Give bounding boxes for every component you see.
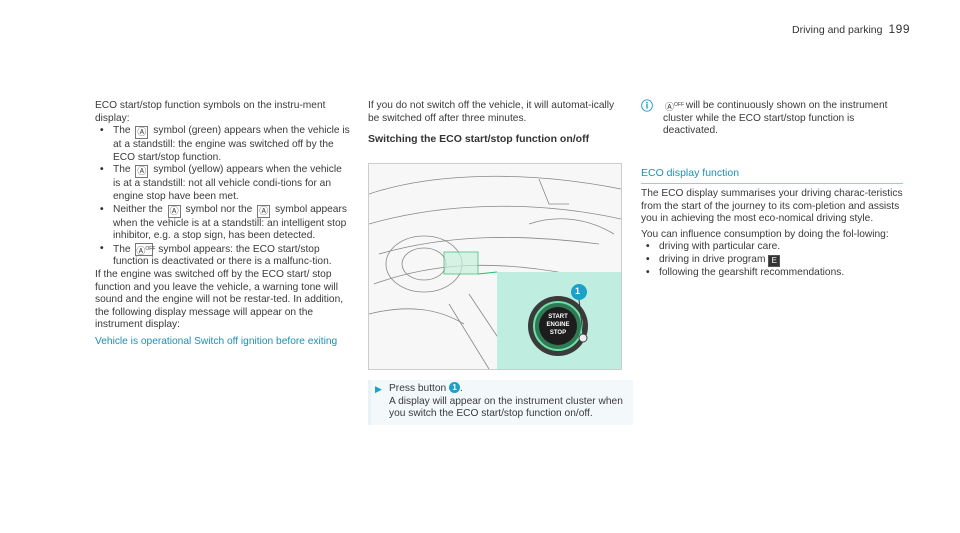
page-header: Driving and parking 199 — [792, 22, 910, 36]
list-item: Neither the Ⓐ symbol nor the Ⓐ symbol ap… — [95, 204, 350, 243]
list-item: The Ⓐ symbol (yellow) appears when the v… — [95, 164, 350, 203]
start-stop-button: START ENGINE STOP — [539, 313, 577, 337]
page-number: 199 — [888, 22, 910, 36]
display-message: Vehicle is operational Switch off igniti… — [95, 335, 338, 347]
description-paragraph: The ECO display summarises your driving … — [641, 188, 903, 225]
info-icon: ⓘ — [641, 99, 654, 113]
text: symbol (yellow) appears when the vehicle… — [113, 164, 342, 202]
text: The — [113, 164, 131, 176]
text: The — [113, 125, 131, 137]
eco-display-heading: ECO display function — [641, 167, 903, 184]
tips-list: driving with particular care. driving in… — [641, 241, 903, 279]
cockpit-illustration: 1 START ENGINE STOP — [368, 163, 622, 370]
intro-text: ECO start/stop function symbols on the i… — [95, 100, 326, 124]
eco-off-symbol-icon: ⒶOFF — [135, 242, 155, 256]
step-result-text: A display will appear on the instrument … — [389, 395, 623, 420]
step-arrow-icon: ▶ — [375, 384, 382, 394]
column-3: ⓘ ⒶOFF will be continuously shown on the… — [641, 100, 901, 138]
eco-symbol-icon: Ⓐ — [167, 204, 181, 218]
instruction-step: ▶ Press button 1. A display will appear … — [368, 380, 633, 425]
callout-badge: 1 — [449, 382, 461, 393]
eco-off-symbol-icon: ⒶOFF — [665, 102, 685, 112]
symbol-list: The Ⓐ symbol (green) appears when the ve… — [95, 125, 350, 269]
text: symbol appears when the vehicle is at a … — [113, 203, 347, 242]
list-item: The Ⓐ symbol (green) appears when the ve… — [95, 125, 350, 164]
button-text: STOP — [549, 330, 567, 336]
cockpit-drawing — [368, 175, 622, 370]
eco-inactive-symbol-icon: Ⓐ — [135, 165, 149, 179]
text: . — [460, 383, 463, 394]
text: symbol (green) appears when the vehicle … — [113, 125, 350, 163]
list-item: driving with particular care. — [641, 241, 903, 254]
button-text: START — [548, 314, 568, 320]
column-1: ECO start/stop function symbols on the i… — [95, 100, 350, 349]
eco-symbol-icon: Ⓐ — [135, 126, 149, 140]
text: driving in drive program — [659, 253, 766, 265]
drive-program-e-icon: E — [768, 254, 781, 267]
text: Neither the — [113, 203, 163, 215]
section-title: Driving and parking — [792, 24, 883, 36]
text: symbol appears: the ECO start/stop funct… — [113, 243, 332, 268]
text: Press button — [389, 383, 447, 394]
warning-paragraph: If the engine was switched off by the EC… — [95, 268, 344, 331]
note-text: will be continuously shown on the instru… — [663, 100, 888, 137]
button-text: ENGINE — [546, 322, 570, 328]
list-item: driving in drive program E — [641, 254, 903, 267]
list-item: The ⒶOFF symbol appears: the ECO start/s… — [95, 242, 350, 269]
subsection-heading: Switching the ECO start/stop function on… — [368, 133, 590, 146]
eco-inactive-symbol-icon: Ⓐ — [257, 204, 271, 218]
callout-number: 1 — [575, 286, 581, 296]
influence-paragraph: You can influence consumption by doing t… — [641, 228, 889, 240]
column-2: If you do not switch off the vehicle, it… — [368, 100, 628, 146]
info-note: ⓘ ⒶOFF will be continuously shown on the… — [641, 100, 901, 138]
text: symbol nor the — [185, 203, 253, 215]
text: The — [113, 243, 131, 255]
auto-off-paragraph: If you do not switch off the vehicle, it… — [368, 100, 615, 124]
list-item: following the gearshift recommendations. — [641, 267, 903, 280]
eco-display-section: The ECO display summarises your driving … — [641, 188, 903, 280]
